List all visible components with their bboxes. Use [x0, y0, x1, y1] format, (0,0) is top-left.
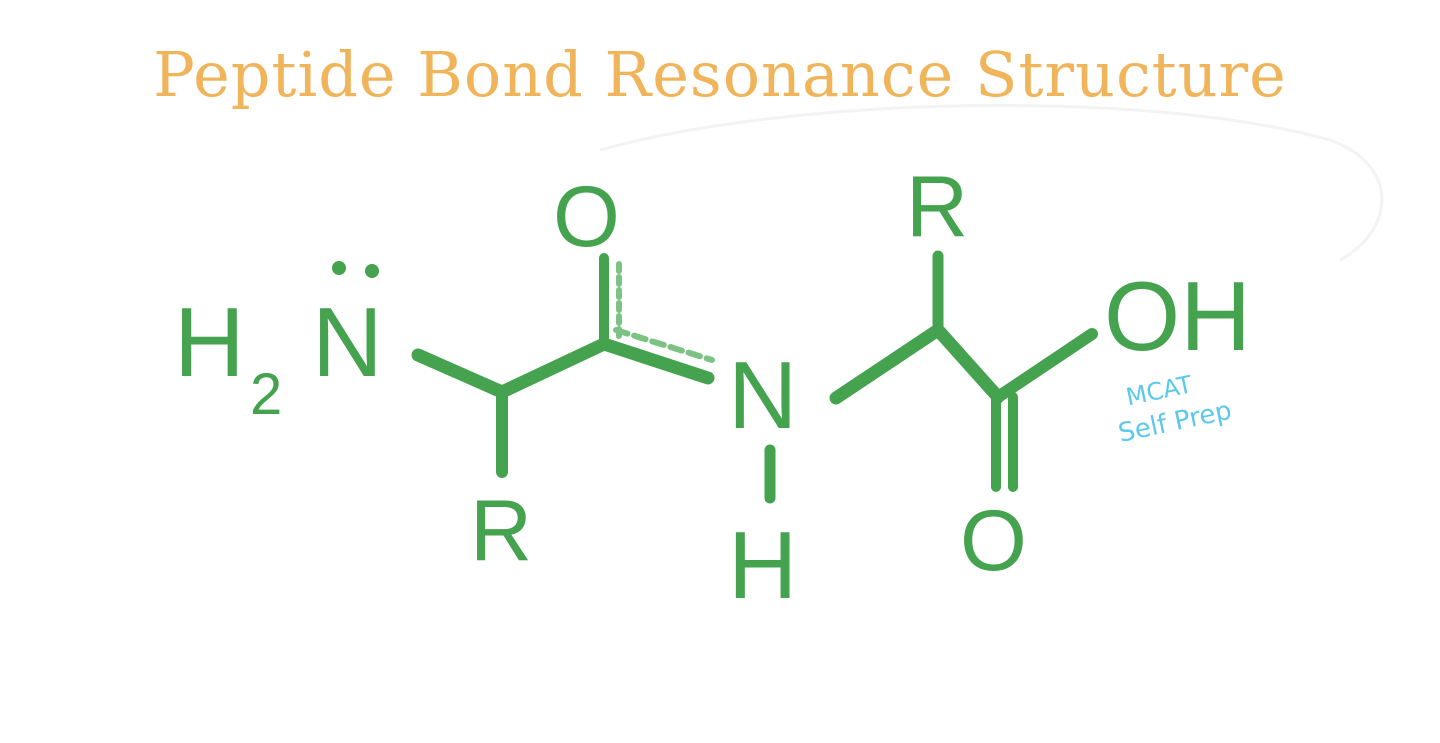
hydroxyl-label: OH [1104, 261, 1251, 371]
diagram-title: Peptide Bond Resonance Structure [153, 38, 1287, 111]
bond-carbonyl-to-amide-n-partial [613, 327, 715, 363]
carbonyl-o-label: O [553, 169, 620, 265]
carboxyl-o-label: O [960, 493, 1027, 589]
bond-amide-n-to-alpha-carbon-2 [829, 323, 945, 405]
r-group-2-label: R [906, 159, 968, 255]
amine-h-label: H [174, 287, 245, 397]
bond-alpha-carbon-1-to-carbonyl [495, 337, 611, 399]
amide-n-label: N [728, 342, 797, 449]
bond-n-to-alpha-carbon-1 [411, 348, 509, 399]
amine-n-label: N [312, 287, 383, 397]
amine-subscript-label: 2 [250, 362, 282, 427]
amide-h-label: H [728, 512, 797, 619]
lone-pair-dot-left [332, 261, 346, 275]
bond-carboxyl-to-oh [992, 328, 1098, 403]
bond-carbonyl-to-amide-n [597, 337, 715, 385]
lone-pair-dot-right [365, 264, 379, 278]
r-group-1-label: R [470, 483, 532, 579]
bond-alpha-carbon-2-to-carboxyl [931, 323, 1005, 404]
background-swoosh [599, 103, 1384, 262]
